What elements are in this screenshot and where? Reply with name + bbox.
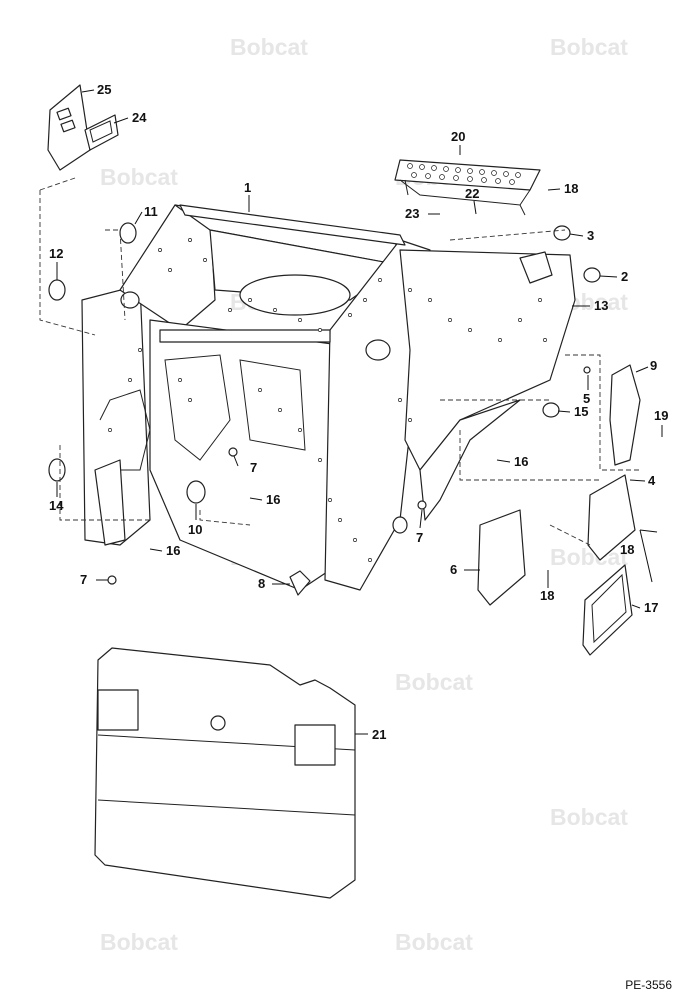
frame-holes	[108, 238, 547, 562]
watermark-text: Bobcat	[230, 34, 308, 60]
callout-label: 8	[258, 576, 265, 591]
frame-hole	[498, 338, 502, 342]
frame-hole	[468, 328, 472, 332]
callout-label: 18	[540, 588, 554, 603]
panel-9	[609, 364, 641, 466]
frame-hole	[128, 378, 132, 382]
frame-hole	[298, 318, 302, 322]
callout-labels: 1 2 3 4 5 6 7 7 7 7 8 9 10 11 12 13 14 1…	[49, 82, 668, 742]
frame-hole	[298, 428, 302, 432]
callout-label: 9	[650, 358, 657, 373]
panel-4	[587, 474, 636, 561]
frame-hole	[518, 318, 522, 322]
frame-hole	[188, 398, 192, 402]
watermark-text: Bobcat	[395, 669, 473, 695]
frame-hole	[353, 538, 357, 542]
side-panels	[477, 364, 641, 656]
frame-hole	[248, 298, 252, 302]
callout-label: 19	[654, 408, 668, 423]
watermark-text: Bobcat	[100, 929, 178, 955]
frame-hole	[168, 268, 172, 272]
callout-label: 7	[80, 572, 87, 587]
frame-hole	[363, 298, 367, 302]
frame-hole	[258, 388, 262, 392]
callout-label: 16	[514, 454, 528, 469]
callout-label: 3	[587, 228, 594, 243]
watermark-text: Bobcat	[395, 929, 473, 955]
main-frame-part	[81, 204, 576, 591]
watermark-text: Bobcat	[550, 34, 628, 60]
step-plate-part	[394, 159, 541, 216]
frame-hole	[338, 518, 342, 522]
leader-lines	[56, 89, 663, 735]
callout-label: 12	[49, 246, 63, 261]
frame-hole	[318, 328, 322, 332]
callout-label: 20	[451, 129, 465, 144]
callout-label: 10	[188, 522, 202, 537]
frame-hole	[278, 408, 282, 412]
frame-hole	[273, 308, 277, 312]
frame-hole	[538, 298, 542, 302]
panel-17	[582, 564, 633, 656]
frame-hole	[158, 248, 162, 252]
frame-hole	[448, 318, 452, 322]
watermark-text: Bobcat	[550, 544, 628, 570]
frame-hole	[408, 418, 412, 422]
frame-hole	[203, 258, 207, 262]
callout-label: 15	[574, 404, 588, 419]
frame-hole	[428, 298, 432, 302]
frame-hole	[318, 458, 322, 462]
frame-hole	[348, 313, 352, 317]
frame-hole	[368, 558, 372, 562]
frame-hole	[178, 378, 182, 382]
frame-hole	[398, 398, 402, 402]
callout-label: 2	[621, 269, 628, 284]
panel-6	[477, 509, 526, 606]
bottom-cover-part	[94, 647, 356, 899]
callout-label: 24	[132, 110, 147, 125]
frame-hole	[543, 338, 547, 342]
callout-label: 16	[266, 492, 280, 507]
callout-label: 21	[372, 727, 386, 742]
callout-label: 1	[244, 180, 251, 195]
frame-hole	[228, 308, 232, 312]
frame-hole	[408, 288, 412, 292]
callout-label: 7	[250, 460, 257, 475]
cover-plate-part	[47, 84, 119, 171]
callout-label: 5	[583, 391, 590, 406]
frame-hole	[328, 498, 332, 502]
assembly-lines	[39, 177, 640, 546]
callout-label: 7	[416, 530, 423, 545]
callout-label: 18	[620, 542, 634, 557]
hardware-items	[48, 222, 601, 596]
callout-label: 14	[49, 498, 64, 513]
callout-label: 22	[465, 186, 479, 201]
figure-id: PE-3556	[625, 978, 672, 992]
callout-label: 25	[97, 82, 111, 97]
callout-label: 17	[644, 600, 658, 615]
watermark-text: Bobcat	[550, 804, 628, 830]
callout-label: 6	[450, 562, 457, 577]
callout-label: 23	[405, 206, 419, 221]
callout-label: 16	[166, 543, 180, 558]
frame-hole	[138, 348, 142, 352]
watermark-text: Bobcat	[100, 164, 178, 190]
callout-label: 4	[648, 473, 656, 488]
callout-label: 13	[594, 298, 608, 313]
callout-label: 18	[564, 181, 578, 196]
callout-label: 11	[144, 204, 158, 219]
frame-hole	[108, 428, 112, 432]
frame-hole	[378, 278, 382, 282]
frame-hole	[188, 238, 192, 242]
